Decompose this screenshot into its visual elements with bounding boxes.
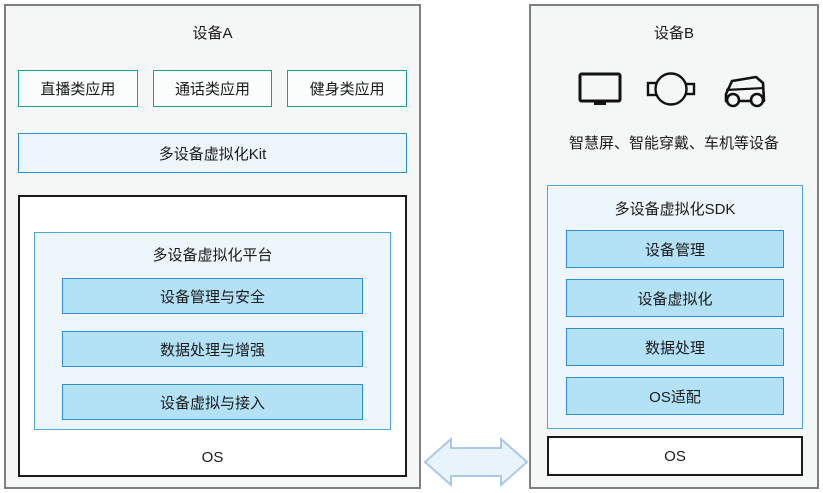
device-type-icons-row	[531, 68, 817, 110]
bidirectional-arrow-icon	[424, 436, 528, 488]
module-device-mgmt-security: 设备管理与安全	[62, 278, 363, 314]
device-a-panel: 设备A 直播类应用 通话类应用 健身类应用 多设备虚拟化Kit 多设备虚拟化平台…	[4, 4, 421, 489]
virtualization-kit-box: 多设备虚拟化Kit	[18, 133, 407, 173]
smartwatch-icon	[646, 72, 696, 106]
device-b-panel: 设备B 智慧屏、智能穿戴、车机等设备 多设备虚拟化SDK 设备管理 设备虚	[529, 4, 819, 489]
module-data-processing: 数据处理	[566, 328, 784, 366]
device-a-os-label: OS	[201, 449, 224, 466]
app-box-fitness: 健身类应用	[287, 70, 408, 107]
module-device-virtual-access: 设备虚拟与接入	[62, 384, 363, 420]
device-b-os-box: OS	[547, 436, 803, 476]
device-b-caption: 智慧屏、智能穿戴、车机等设备	[568, 135, 779, 152]
virtualization-platform-box: 多设备虚拟化平台 设备管理与安全 数据处理与增强 设备虚拟与接入	[34, 232, 391, 430]
device-a-title: 设备A	[192, 25, 233, 42]
app-boxes-row: 直播类应用 通话类应用 健身类应用	[18, 70, 408, 107]
virtualization-sdk-box: 多设备虚拟化SDK 设备管理 设备虚拟化 数据处理 OS适配	[547, 185, 803, 429]
device-b-title: 设备B	[653, 25, 694, 42]
car-icon	[724, 75, 766, 108]
module-data-processing-enhance: 数据处理与增强	[62, 331, 363, 367]
app-box-call: 通话类应用	[152, 70, 273, 107]
app-box-live: 直播类应用	[18, 70, 138, 107]
tv-icon	[578, 72, 622, 105]
module-os-adaptation: OS适配	[566, 377, 784, 415]
module-device-virtualization: 设备虚拟化	[566, 279, 784, 317]
platform-title: 多设备虚拟化平台	[152, 247, 273, 264]
sdk-title: 多设备虚拟化SDK	[614, 201, 736, 218]
device-a-os-container: 多设备虚拟化平台 设备管理与安全 数据处理与增强 设备虚拟与接入 OS	[18, 195, 407, 477]
module-device-management: 设备管理	[566, 230, 784, 268]
